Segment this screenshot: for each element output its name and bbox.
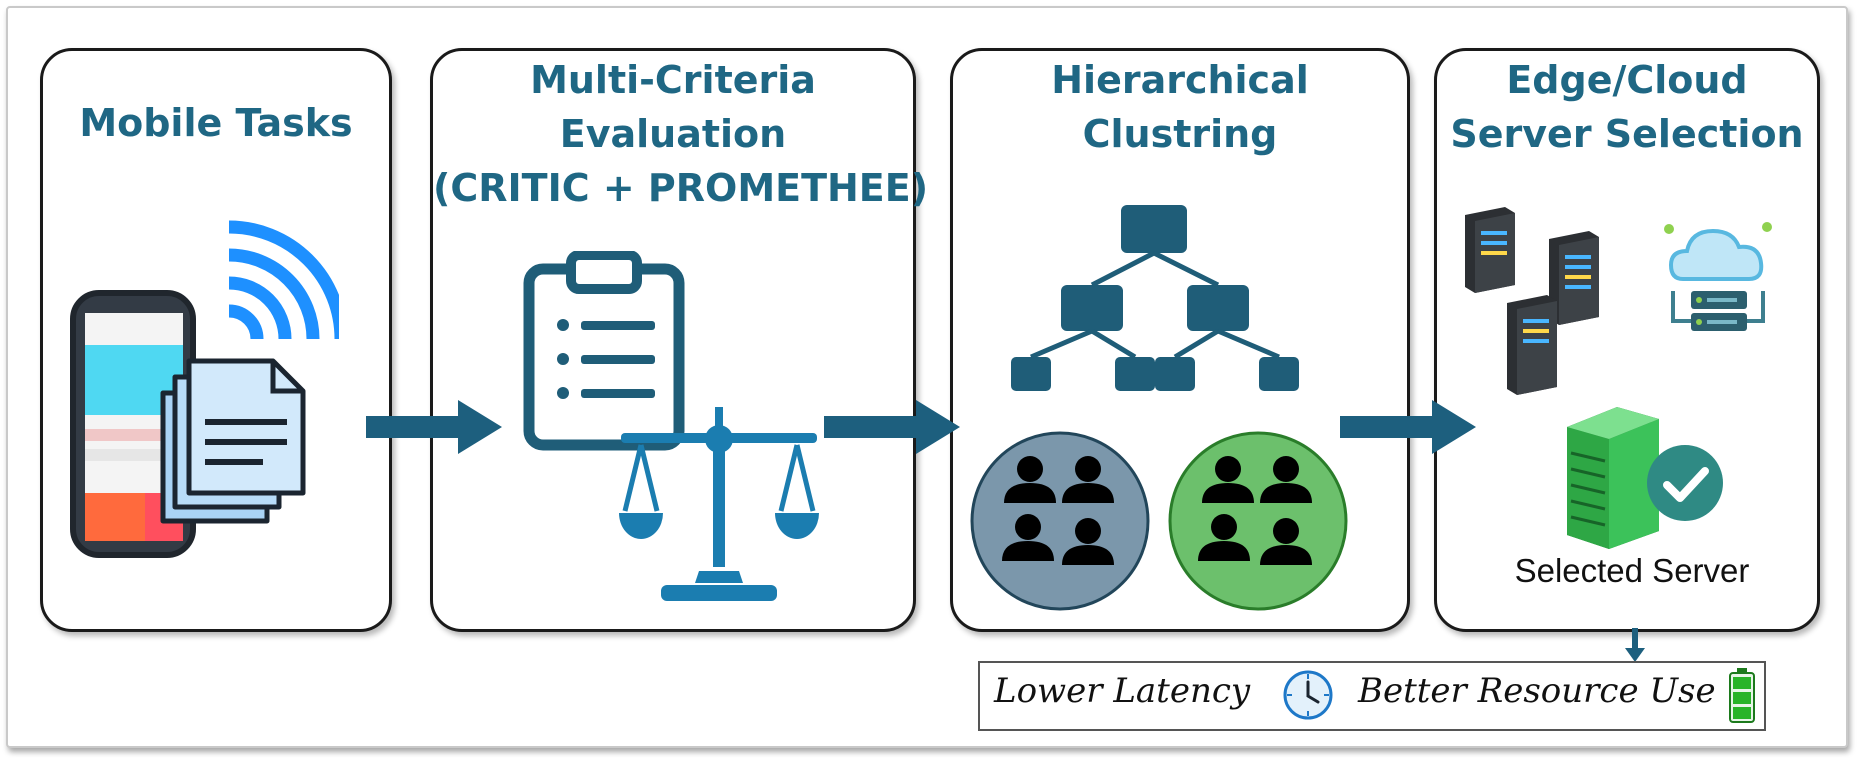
flow-arrow — [824, 400, 960, 454]
panel-mobile-tasks: Mobile Tasks — [40, 48, 392, 632]
hierarchy-tree-icon — [1011, 205, 1299, 391]
balance-scale-icon — [619, 407, 819, 601]
title-line: (CRITIC + PROMETHEE) — [433, 166, 929, 210]
panel-multi-criteria-evaluation: Multi-Criteria Evaluation (CRITIC + PROM… — [430, 48, 929, 632]
clipboard-icon — [523, 251, 685, 451]
people-cluster-icon — [970, 431, 1348, 611]
selected-server-icon — [1567, 407, 1659, 549]
panel-server-selection: Edge/Cloud Server Selection — [1434, 48, 1820, 632]
wifi-icon — [228, 220, 339, 340]
title-line: Server Selection — [1450, 112, 1804, 156]
title-line: Multi-Criteria — [530, 58, 816, 102]
down-arrow — [1625, 628, 1645, 662]
better-resource-use-text: Better Resource Use — [1358, 671, 1716, 711]
panel-hierarchical-clustering: Hierarchical Clustring — [950, 48, 1410, 632]
panel-title: Hierarchical Clustring — [953, 53, 1407, 161]
checkmark-icon — [1647, 445, 1723, 521]
flow-arrow — [366, 400, 502, 454]
panel-title: Multi-Criteria Evaluation (CRITIC + PROM… — [433, 53, 929, 215]
clock-icon — [1283, 670, 1333, 720]
selected-server-label: Selected Server — [1514, 552, 1750, 589]
title-line: Mobile Tasks — [79, 101, 353, 145]
server-rack-icon — [1465, 207, 1599, 395]
cloud-server-icon — [1664, 222, 1772, 331]
lower-latency-text: Lower Latency — [994, 671, 1251, 711]
title-line: Edge/Cloud — [1506, 58, 1748, 102]
documents-icon — [160, 358, 306, 524]
title-line: Hierarchical — [1051, 58, 1309, 102]
title-line: Evaluation — [559, 112, 787, 156]
panel-title: Edge/Cloud Server Selection — [1429, 53, 1825, 161]
panel-title: Mobile Tasks — [43, 96, 389, 150]
title-line: Clustring — [1082, 112, 1278, 156]
outcome-box: Lower Latency Better Resource Use — [978, 661, 1766, 731]
flow-arrow — [1340, 400, 1476, 454]
battery-icon — [1729, 668, 1755, 723]
